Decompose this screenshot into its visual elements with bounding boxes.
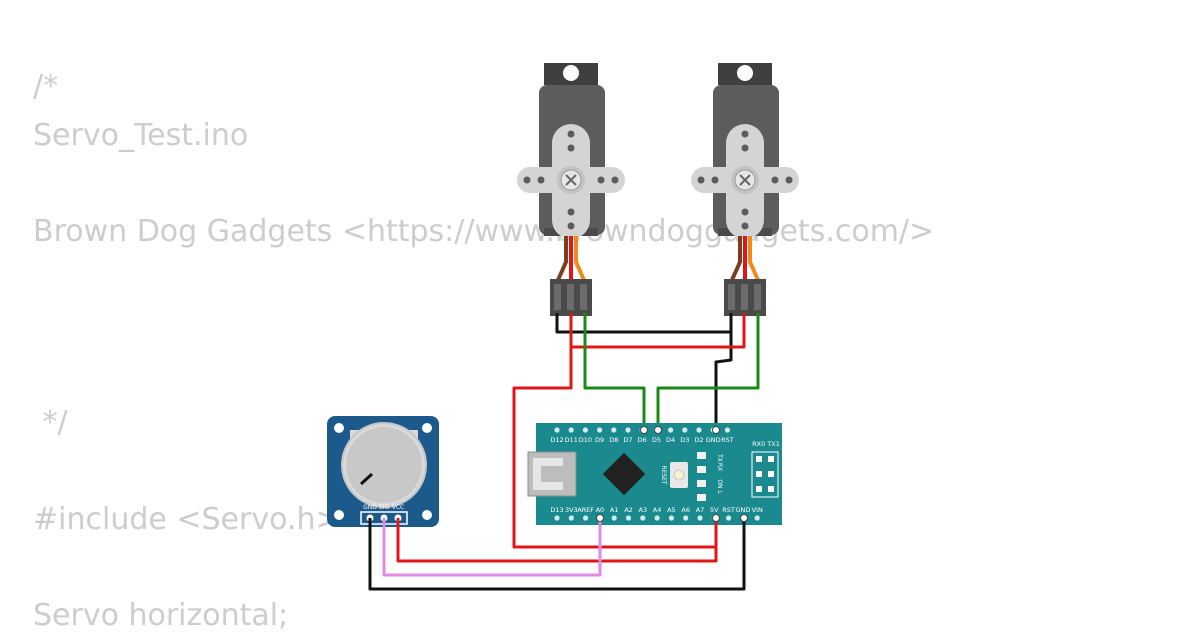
nano-bottom-pin-a1[interactable] <box>611 515 617 521</box>
wire-servo2-signal <box>656 313 760 430</box>
wire-pot-gnd <box>368 516 746 591</box>
nano-bottom-pin-label-d13: D13 <box>550 506 563 514</box>
connection-points <box>596 426 748 522</box>
nano-top-pin-d4[interactable] <box>668 427 674 433</box>
nano-bottom-pin-label-rst: RST <box>722 506 735 514</box>
nano-bottom-pin-a3[interactable] <box>640 515 646 521</box>
nano-top-pin-label-d10: D10 <box>579 436 592 444</box>
nano-top-pin-d9[interactable] <box>597 427 603 433</box>
nano-bottom-pin-label-a2: A2 <box>624 506 633 514</box>
nano-bottom-pin-d13[interactable] <box>554 515 560 521</box>
nano-top-pin-d8[interactable] <box>611 427 617 433</box>
nano-bottom-pin-label-3v3: 3V3 <box>565 506 578 514</box>
nano-top-pin-label-d8: D8 <box>609 436 618 444</box>
nano-bottom-pin-label-a7: A7 <box>696 506 705 514</box>
led-on-label: ON <box>716 479 723 488</box>
wire-pot-vcc <box>396 516 718 563</box>
led-l-label: L <box>716 490 723 494</box>
wire-servo-vcc <box>569 313 746 349</box>
led-rx-label: RX <box>716 463 723 471</box>
nano-top-pin-label-d5: D5 <box>652 436 661 444</box>
nano-bottom-pin-label-a4: A4 <box>653 506 662 514</box>
nano-bottom-pin-label-5v: 5V <box>710 506 719 514</box>
nano-top-pin-label-d11: D11 <box>565 436 578 444</box>
pot-pin-vcc: VCC <box>392 504 404 511</box>
nano-bottom-pin-a6[interactable] <box>683 515 689 521</box>
nano-bottom-pin-rst[interactable] <box>726 515 732 521</box>
nano-bottom-pin-label-aref: AREF <box>577 506 594 514</box>
pot-pin-sig: SIG <box>379 504 390 511</box>
nano-top-pin-label-d9: D9 <box>595 436 604 444</box>
nano-top-pin-d12[interactable] <box>554 427 560 433</box>
rx-tx-label: RX0 TX1 <box>752 440 780 448</box>
nano-bottom-pin-3v3[interactable] <box>568 515 574 521</box>
code-line-5: #include <Servo.h> <box>33 502 341 537</box>
code-line-3: Brown Dog Gadgets <https://www.browndogg… <box>33 214 935 249</box>
code-line-6: Servo horizontal; <box>33 598 289 633</box>
nano-top-pin-rst[interactable] <box>724 427 731 433</box>
nano-top-pin-d3[interactable] <box>682 427 688 433</box>
wire-servo1-signal <box>583 313 646 430</box>
potentiometer-module[interactable]: GND SIG VCC <box>327 416 439 527</box>
nano-top-pin-d2[interactable] <box>696 427 702 433</box>
nano-bottom-pin-label-a6: A6 <box>681 506 690 514</box>
nano-bottom-pin-a7[interactable] <box>697 515 703 521</box>
reset-label: RESET <box>660 465 667 485</box>
nano-top-pin-label-d6: D6 <box>638 436 647 444</box>
nano-bottom-pin-label-a1: A1 <box>610 506 619 514</box>
nano-bottom-pin-label-vin: VIN <box>752 506 763 514</box>
nano-bottom-pin-a2[interactable] <box>625 515 632 521</box>
nano-bottom-pin-label-a3: A3 <box>639 506 648 514</box>
wire-pot-sig <box>382 516 602 577</box>
nano-top-pin-label-d12: D12 <box>550 436 563 444</box>
led-tx-label: TX <box>716 453 723 462</box>
nano-bottom-pin-vin[interactable] <box>754 515 760 521</box>
nano-top-pin-label-gnd: GND <box>706 436 721 444</box>
code-line-2: Servo_Test.ino <box>33 118 249 153</box>
nano-top-pin-d7[interactable] <box>625 427 631 433</box>
pot-pin-gnd: GND <box>363 504 377 511</box>
nano-top-pin-label-d4: D4 <box>666 436 675 444</box>
code-line-1: /* <box>33 69 59 104</box>
nano-top-pin-label-d2: D2 <box>694 436 703 444</box>
servo-right[interactable] <box>691 63 799 316</box>
wire-servo-gnd <box>555 313 733 334</box>
nano-top-pin-d11[interactable] <box>568 427 574 433</box>
nano-top-pin-label-d7: D7 <box>623 436 632 444</box>
nano-bottom-pin-a5[interactable] <box>668 515 675 521</box>
nano-top-pin-label-rst: RST <box>721 436 734 444</box>
nano-bottom-pin-label-gnd: GND <box>735 506 750 514</box>
pot-wires <box>368 516 746 591</box>
servo-left[interactable] <box>517 63 625 316</box>
nano-top-pin-label-d3: D3 <box>680 436 689 444</box>
nano-top-pin-d10[interactable] <box>582 427 589 433</box>
knob-indicator <box>359 472 374 486</box>
nano-bottom-pin-aref[interactable] <box>583 515 589 521</box>
nano-bottom-pin-label-a5: A5 <box>667 506 676 514</box>
nano-bottom-pin-a4[interactable] <box>654 515 660 521</box>
code-line-4: */ <box>33 405 68 440</box>
nano-bottom-pin-label-a0: A0 <box>596 506 605 514</box>
